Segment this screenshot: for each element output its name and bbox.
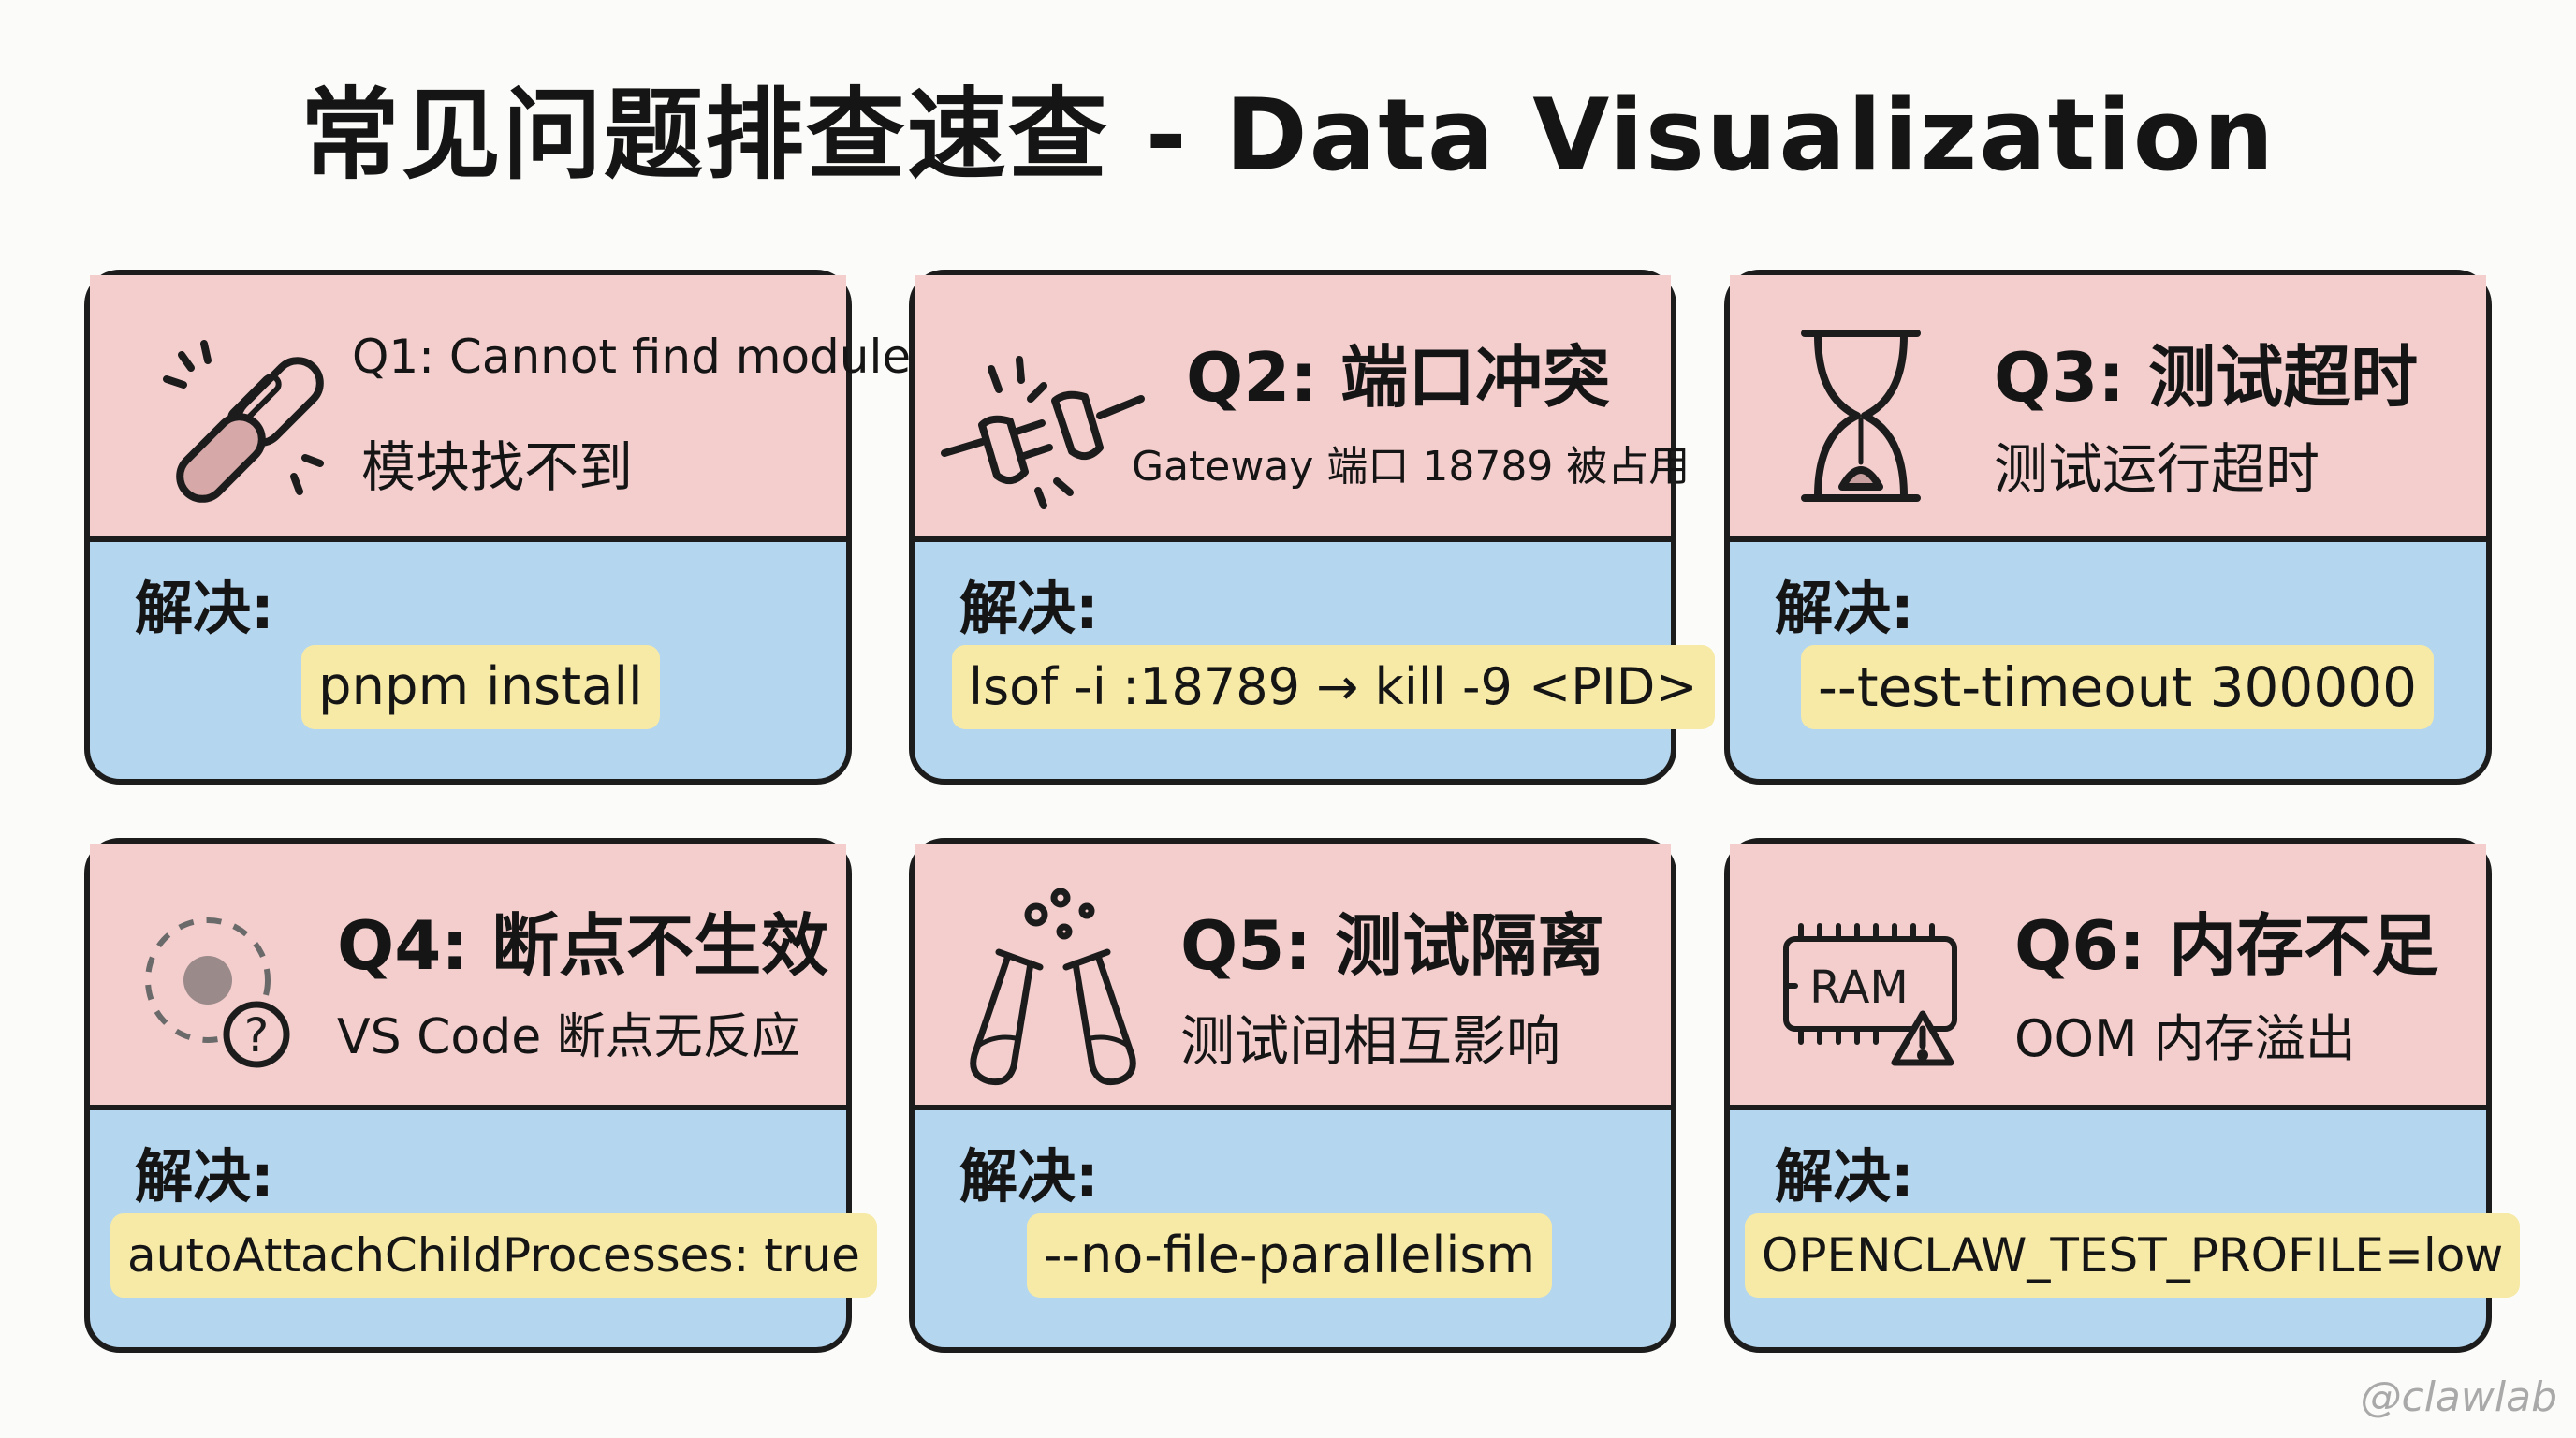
issue-subtitle: Gateway 端口 18789 被占用: [1132, 443, 1690, 491]
issue-subtitle: OOM 内存溢出: [2014, 1009, 2356, 1068]
issue-card-q1: Q1: Cannot find module 模块找不到 解决: pnpm in…: [84, 270, 911, 785]
solution-command: lsof -i :18789 → kill -9 <PID>: [952, 645, 1715, 729]
issue-header: Q3: 测试超时 测试运行超时: [1730, 275, 2486, 542]
solution-label: 解决:: [959, 574, 1099, 642]
unplugged-plug-icon: [941, 356, 1145, 509]
solution-command: autoAttachChildProcesses: true: [110, 1213, 877, 1298]
watermark: @clawlab: [2360, 1373, 2557, 1421]
test-tubes-icon: [970, 888, 1136, 1086]
ram-warning-icon: RAM: [1783, 923, 1957, 1066]
issue-subtitle: 模块找不到: [361, 435, 634, 499]
issue-title: Q2: 端口冲突: [1186, 338, 1611, 417]
issue-header: RAM Q6: 内存不足 OOM 内存溢出: [1730, 844, 2486, 1110]
solution-label: 解决:: [959, 1142, 1099, 1211]
solution-label: 解决:: [135, 574, 274, 642]
solution-label: 解决:: [1775, 574, 1914, 642]
issue-title: Q3: 测试超时: [1994, 338, 2419, 417]
issue-header: Q1: Cannot find module 模块找不到: [90, 275, 911, 542]
issue-header: Q2: 端口冲突 Gateway 端口 18789 被占用: [915, 275, 1690, 542]
issue-title: Q4: 断点不生效: [337, 906, 829, 985]
issue-title: Q1: Cannot find module: [352, 330, 912, 384]
issue-card-q3: Q3: 测试超时 测试运行超时 解决: --test-timeout 30000…: [1724, 270, 2492, 785]
solution-command: OPENCLAW_TEST_PROFILE=low: [1745, 1213, 2521, 1298]
hourglass-icon: [1801, 330, 1921, 502]
issue-card-q4: ? Q4: 断点不生效 VS Code 断点无反应 解决: autoAttach…: [84, 838, 877, 1353]
solution-label: 解决:: [1775, 1142, 1914, 1211]
breakpoint-question-icon: ?: [145, 917, 290, 1068]
issue-title: Q5: 测试隔离: [1180, 906, 1605, 985]
issue-header: ? Q4: 断点不生效 VS Code 断点无反应: [90, 844, 846, 1110]
solution-command: --no-file-parallelism: [1027, 1213, 1553, 1298]
issue-card-q5: Q5: 测试隔离 测试间相互影响 解决: --no-file-paralleli…: [909, 838, 1676, 1353]
solution-label: 解决:: [135, 1142, 274, 1211]
solution-command: pnpm install: [301, 645, 660, 729]
broken-link-icon: [163, 340, 324, 503]
issue-header: Q5: 测试隔离 测试间相互影响: [915, 844, 1671, 1110]
svg-text:RAM: RAM: [1809, 961, 1909, 1014]
page-title: 常见问题排查速查 - Data Visualization: [300, 78, 2276, 193]
issue-title: Q6: 内存不足: [2014, 906, 2439, 985]
issue-subtitle: 测试间相互影响: [1180, 1009, 1561, 1073]
solution-command: --test-timeout 300000: [1801, 645, 2435, 729]
issue-card-q2: Q2: 端口冲突 Gateway 端口 18789 被占用 解决: lsof -…: [909, 270, 1715, 785]
issue-subtitle: 测试运行超时: [1994, 437, 2320, 501]
issue-subtitle: VS Code 断点无反应: [337, 1009, 800, 1065]
issue-card-q6: RAM Q6: 内存不足 OOM 内存溢出 解决: OPENCLAW_TEST_…: [1724, 838, 2521, 1353]
svg-text:?: ?: [244, 1008, 270, 1063]
